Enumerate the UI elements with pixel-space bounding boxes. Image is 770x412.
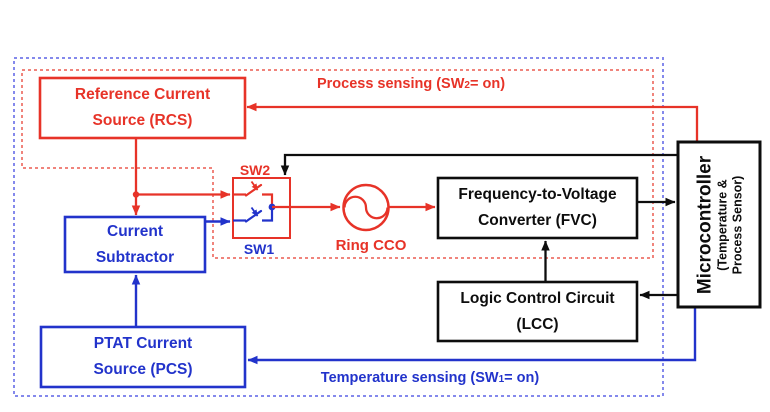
microcontroller-label: Microcontroller (Temperature & Process S… <box>678 142 760 307</box>
microcontroller-subtitle-line1: (Temperature & <box>714 178 729 271</box>
wire-mcu-to-switchbox <box>280 153 678 176</box>
pcs-box <box>39 325 247 389</box>
process-sensing-region-outline <box>21 69 654 259</box>
temperature-sensing-region-outline <box>13 57 664 397</box>
wire-mcu-to-rcs <box>246 102 699 142</box>
switch-sw2 <box>233 180 274 207</box>
microcontroller-subtitle-line2: Process Sensor) <box>729 175 744 274</box>
microcontroller-title: Microcontroller <box>693 155 715 294</box>
wire-mcu-to-pcs <box>247 307 697 365</box>
junction-dot-red <box>132 191 140 198</box>
lcc-box <box>436 280 639 343</box>
microcontroller-box <box>676 140 762 309</box>
current-subtractor-box <box>63 215 207 274</box>
switch-sw1 <box>233 206 274 223</box>
rcs-box <box>38 76 247 140</box>
fvc-box <box>436 176 639 240</box>
sine-wave-icon <box>343 195 389 220</box>
microcontroller-rotated-text: Microcontroller (Temperature & Process S… <box>679 142 759 307</box>
